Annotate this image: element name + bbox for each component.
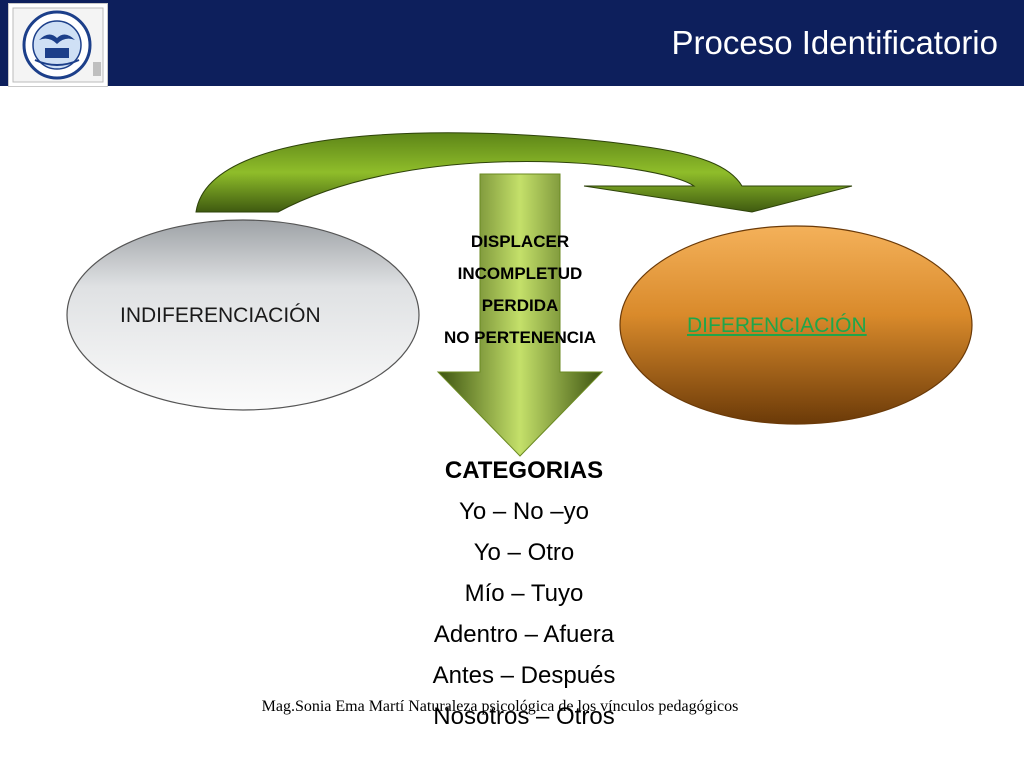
arrow-concept-item: NO PERTENENCIA	[443, 328, 597, 347]
categories-list: CATEGORIAS Yo – No –yo Yo – Otro Mío – T…	[374, 450, 674, 737]
arrow-concept-item: PERDIDA	[481, 296, 559, 315]
category-item: Mío – Tuyo	[464, 580, 584, 607]
identification-diagram: INDIFERENCIACIÓN DIFERENCIACIÓN DISPLACE…	[0, 86, 1024, 768]
diferenciacion-link[interactable]: DIFERENCIACIÓN	[687, 314, 867, 337]
category-item: Yo – Otro	[473, 539, 575, 566]
curved-arrow-icon	[195, 132, 853, 213]
university-seal-icon	[12, 7, 104, 83]
slide-footer: Mag.Sonia Ema Martí Naturaleza psicológi…	[261, 698, 739, 715]
indiferenciacion-node-shape	[66, 219, 420, 411]
arrow-concepts-list: DISPLACER INCOMPLETUD PERDIDA NO PERTENE…	[410, 226, 630, 354]
slide-title: Proceso Identificatorio	[671, 24, 998, 61]
categories-title: CATEGORIAS	[444, 457, 604, 484]
diferenciacion-node-shape	[619, 225, 973, 425]
arrow-concept-item: INCOMPLETUD	[457, 264, 583, 283]
university-logo	[8, 3, 108, 87]
diagram-shapes	[66, 132, 973, 457]
down-arrow-icon	[436, 173, 604, 457]
arrow-concept-item: DISPLACER	[470, 232, 570, 251]
category-item: Yo – No –yo	[459, 498, 589, 525]
category-item: Nosotros – Otros	[433, 703, 615, 730]
category-item: Adentro – Afuera	[433, 621, 615, 648]
category-item: Antes – Después	[432, 662, 616, 689]
slide-header: Proceso Identificatorio	[0, 0, 1024, 87]
indiferenciacion-label: INDIFERENCIACIÓN	[120, 304, 321, 327]
